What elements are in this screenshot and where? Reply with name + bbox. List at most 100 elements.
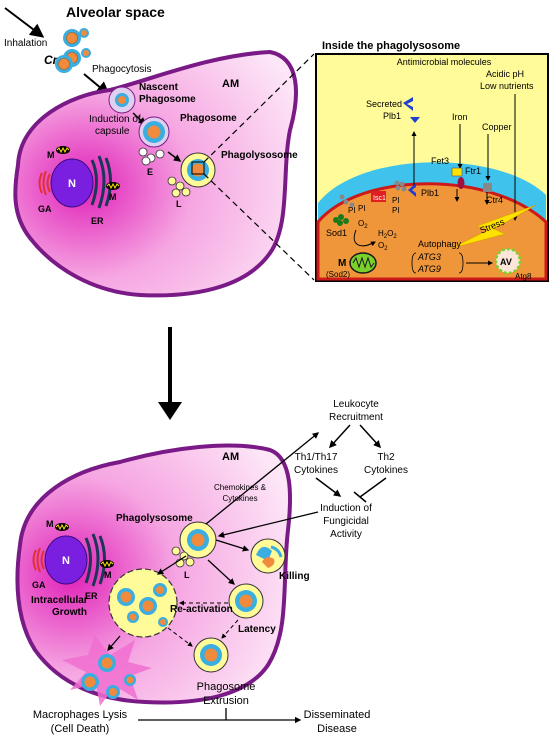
secreted-plb1-shapes xyxy=(403,97,420,123)
intracellular-label: Intracellular xyxy=(31,595,88,606)
zoom-box xyxy=(191,161,205,175)
e-label: E xyxy=(147,167,153,177)
isc1-box xyxy=(371,191,386,202)
autophagic-vesicle xyxy=(494,247,522,275)
alveolar-space-label: Alveolar space xyxy=(66,4,165,20)
phagolysosome-label-top: Phagolysosome xyxy=(221,150,298,161)
to-killing-arrow xyxy=(215,539,250,552)
zoom-line-lower xyxy=(203,173,315,281)
th1-to-induction-arrow xyxy=(315,477,342,497)
th1-label-2: Cytokines xyxy=(294,465,338,476)
atg-bracket xyxy=(411,252,464,274)
nascent-phagosome-label: Phagosome xyxy=(139,94,196,105)
mitochondria-bottom xyxy=(55,523,114,568)
fet3-label: Fet3 xyxy=(431,156,449,166)
growth-to-extrusion-arrow xyxy=(167,627,193,647)
latency-label: Latency xyxy=(238,624,276,635)
nucleus-bottom xyxy=(44,535,88,585)
m-label-top-1: M xyxy=(47,150,55,160)
leukocyte-label-2: Recruitment xyxy=(329,412,383,423)
th2-inhibition-bar xyxy=(353,491,367,503)
free-cryptococcus-cells xyxy=(55,28,91,73)
induction-label-2: capsule xyxy=(95,126,130,137)
atg9-label: ATG9 xyxy=(417,264,441,274)
membrane-lipids xyxy=(339,180,407,208)
chemokines-label-2: Cytokines xyxy=(222,494,257,503)
th2-inhibition-line xyxy=(359,477,387,498)
n-label-bottom: N xyxy=(62,555,70,567)
env-line-2: Acidic pH xyxy=(486,69,524,79)
copper-label: Copper xyxy=(482,122,512,132)
inhalation-arrow xyxy=(4,7,45,38)
to-lysis-arrow xyxy=(107,635,121,651)
inhalation-label: Inhalation xyxy=(4,38,47,49)
l-label-bottom: L xyxy=(184,570,190,580)
h2o2-label: H2O2 xyxy=(378,229,397,240)
pi-label-3: PI xyxy=(392,196,400,205)
er-label-bottom: ER xyxy=(85,591,98,601)
induction-label-1: Induction of xyxy=(89,114,141,125)
env-line-1: Antimicrobial molecules xyxy=(397,57,492,67)
am-label-bottom: AM xyxy=(222,451,239,463)
mitochondria-top xyxy=(56,146,120,190)
phagosome-label-top: Phagosome xyxy=(180,113,237,124)
iron-transporters xyxy=(451,167,492,192)
m-label-bottom-2: M xyxy=(104,570,112,580)
atg3-label: ATG3 xyxy=(417,252,441,262)
th1-label-1: Th1/Th17 xyxy=(295,452,338,463)
o2-label-2: O2 xyxy=(378,241,388,252)
fungal-mitochondrion xyxy=(349,252,377,274)
nucleus-top xyxy=(50,158,94,208)
growing-cryptococci xyxy=(117,583,168,627)
bottom-section: AM Phagolysosome N ER GA M M L Killing xyxy=(15,399,408,735)
inside-title: Inside the phagolysosome xyxy=(322,40,460,52)
to-phagolysosome-arrow xyxy=(167,151,182,162)
inside-phagolysosome-panel: Inside the phagolysosome Antimicrobial m… xyxy=(315,40,549,282)
disseminated-label-1: Disseminated xyxy=(304,709,371,721)
golgi-apparatus-bottom xyxy=(32,547,45,573)
disseminated-label-2: Disease xyxy=(317,723,357,735)
am-label-top: AM xyxy=(222,78,239,90)
top-section: Alveolar space Inhalation Cn Phagocytosi… xyxy=(4,4,315,298)
ga-label-bottom: GA xyxy=(32,580,46,590)
killing-label: Killing xyxy=(279,571,310,582)
growth-label: Growth xyxy=(52,607,87,618)
induction-fungicidal-label-1: Induction of xyxy=(320,503,372,514)
endoplasmic-reticulum-bottom xyxy=(84,533,106,587)
membrane-plb1 xyxy=(408,183,416,197)
induction-fungicidal-label-3: Activity xyxy=(330,529,362,540)
l-label-top: L xyxy=(176,199,182,209)
av-label: AV xyxy=(500,257,512,267)
phagosome-extrusion-label-1: Phagosome xyxy=(197,681,256,693)
macrophages-lysis-label-1: Macrophages Lysis xyxy=(33,709,128,721)
big-down-arrowhead xyxy=(158,402,182,420)
secreted-plb1-label: Plb1 xyxy=(383,111,401,121)
pi-label-1: PI xyxy=(348,206,356,215)
chemokines-label-1: Chemokines & xyxy=(214,483,267,492)
ga-label-top: GA xyxy=(38,204,52,214)
endoplasmic-reticulum-top xyxy=(90,155,112,209)
phagosome-extrusion-label-2: Extrusion xyxy=(203,695,249,707)
sod1-protein xyxy=(333,214,349,226)
autophagy-label: Autophagy xyxy=(418,239,462,249)
iron-label: Iron xyxy=(452,112,468,122)
pi-label-2: PI xyxy=(358,204,366,213)
ftr1-label: Ftr1 xyxy=(465,166,481,176)
m-label-inside: M xyxy=(338,258,346,269)
induction-fungicidal-label-2: Fungicidal xyxy=(323,516,369,527)
th2-label-2: Cytokines xyxy=(364,465,408,476)
th2-label-1: Th2 xyxy=(377,452,395,463)
isc1-label: Isc1 xyxy=(373,195,386,202)
stress-bolt xyxy=(451,204,537,249)
phagolysosome-label-bottom: Phagolysosome xyxy=(116,513,193,524)
env-line-3: Low nutrients xyxy=(480,81,534,91)
sod2-label: (Sod2) xyxy=(326,270,350,279)
nascent-label: Nascent xyxy=(139,82,179,93)
golgi-apparatus-top xyxy=(38,170,51,196)
lysosome-vesicles xyxy=(167,176,191,198)
fungal-cell-wall xyxy=(316,182,548,281)
secreted-label: Secreted xyxy=(366,99,402,109)
pi-label-4: PI xyxy=(392,206,400,215)
to-growth-arrow xyxy=(156,555,187,575)
